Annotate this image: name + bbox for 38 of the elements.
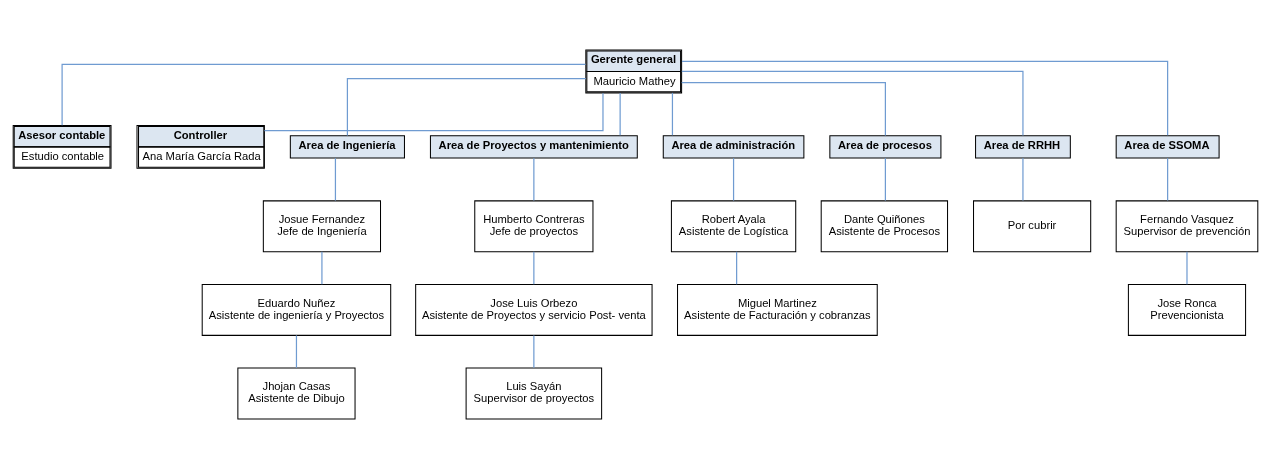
connector — [681, 60, 1169, 136]
connector — [619, 91, 621, 136]
node-box: Jose Ronca Prevencionista — [1127, 283, 1247, 336]
connector — [533, 157, 535, 201]
connector — [533, 250, 535, 285]
node-box: Por cubrir — [973, 199, 1092, 252]
connector — [732, 157, 735, 201]
node-box: Miguel Martinez Asistente de Facturación y cobranzas — [677, 283, 878, 336]
connector — [671, 91, 674, 136]
node-box: Dante Quiñones Asistente de Procesos — [820, 199, 949, 252]
connector — [1186, 250, 1188, 285]
connector — [736, 250, 738, 285]
node-box: Area de administración — [662, 134, 805, 159]
connector — [884, 157, 886, 201]
connector — [1167, 157, 1169, 201]
node-box: Josue Fernandez Jefe de Ingeniería — [262, 199, 382, 252]
connector — [1022, 157, 1024, 201]
connector — [295, 334, 298, 368]
connector — [334, 157, 337, 201]
connector — [263, 92, 604, 131]
connector — [61, 63, 587, 126]
connector — [346, 77, 587, 136]
connector — [533, 334, 535, 368]
node-box: Eduardo Nuñez Asistente de ingeniería y Proyectos — [201, 283, 392, 336]
connector — [681, 81, 886, 136]
node-box: Area de Ingeniería — [289, 134, 405, 159]
node-box: Robert Ayala Asistente de Logística — [670, 199, 797, 252]
node-box: Jose Luis Orbezo Asistente de Proyectos y servicio Post- venta — [415, 283, 653, 336]
connector — [321, 250, 323, 285]
node-box: Area de Proyectos y mantenimiento — [429, 134, 638, 159]
node-box: Jhojan Casas Asistente de Dibujo — [237, 366, 356, 419]
node-box: Luis Sayán Supervisor de proyectos — [465, 366, 603, 419]
connector — [681, 70, 1024, 136]
node-box: Humberto Contreras Jefe de proyectos — [474, 199, 594, 252]
node-box: Fernando Vasquez Supervisor de prevención — [1115, 199, 1259, 252]
node-box: Area de procesos — [829, 134, 942, 159]
node-box: Area de RRHH — [975, 134, 1071, 159]
node-box: Area de SSOMA — [1115, 134, 1220, 159]
